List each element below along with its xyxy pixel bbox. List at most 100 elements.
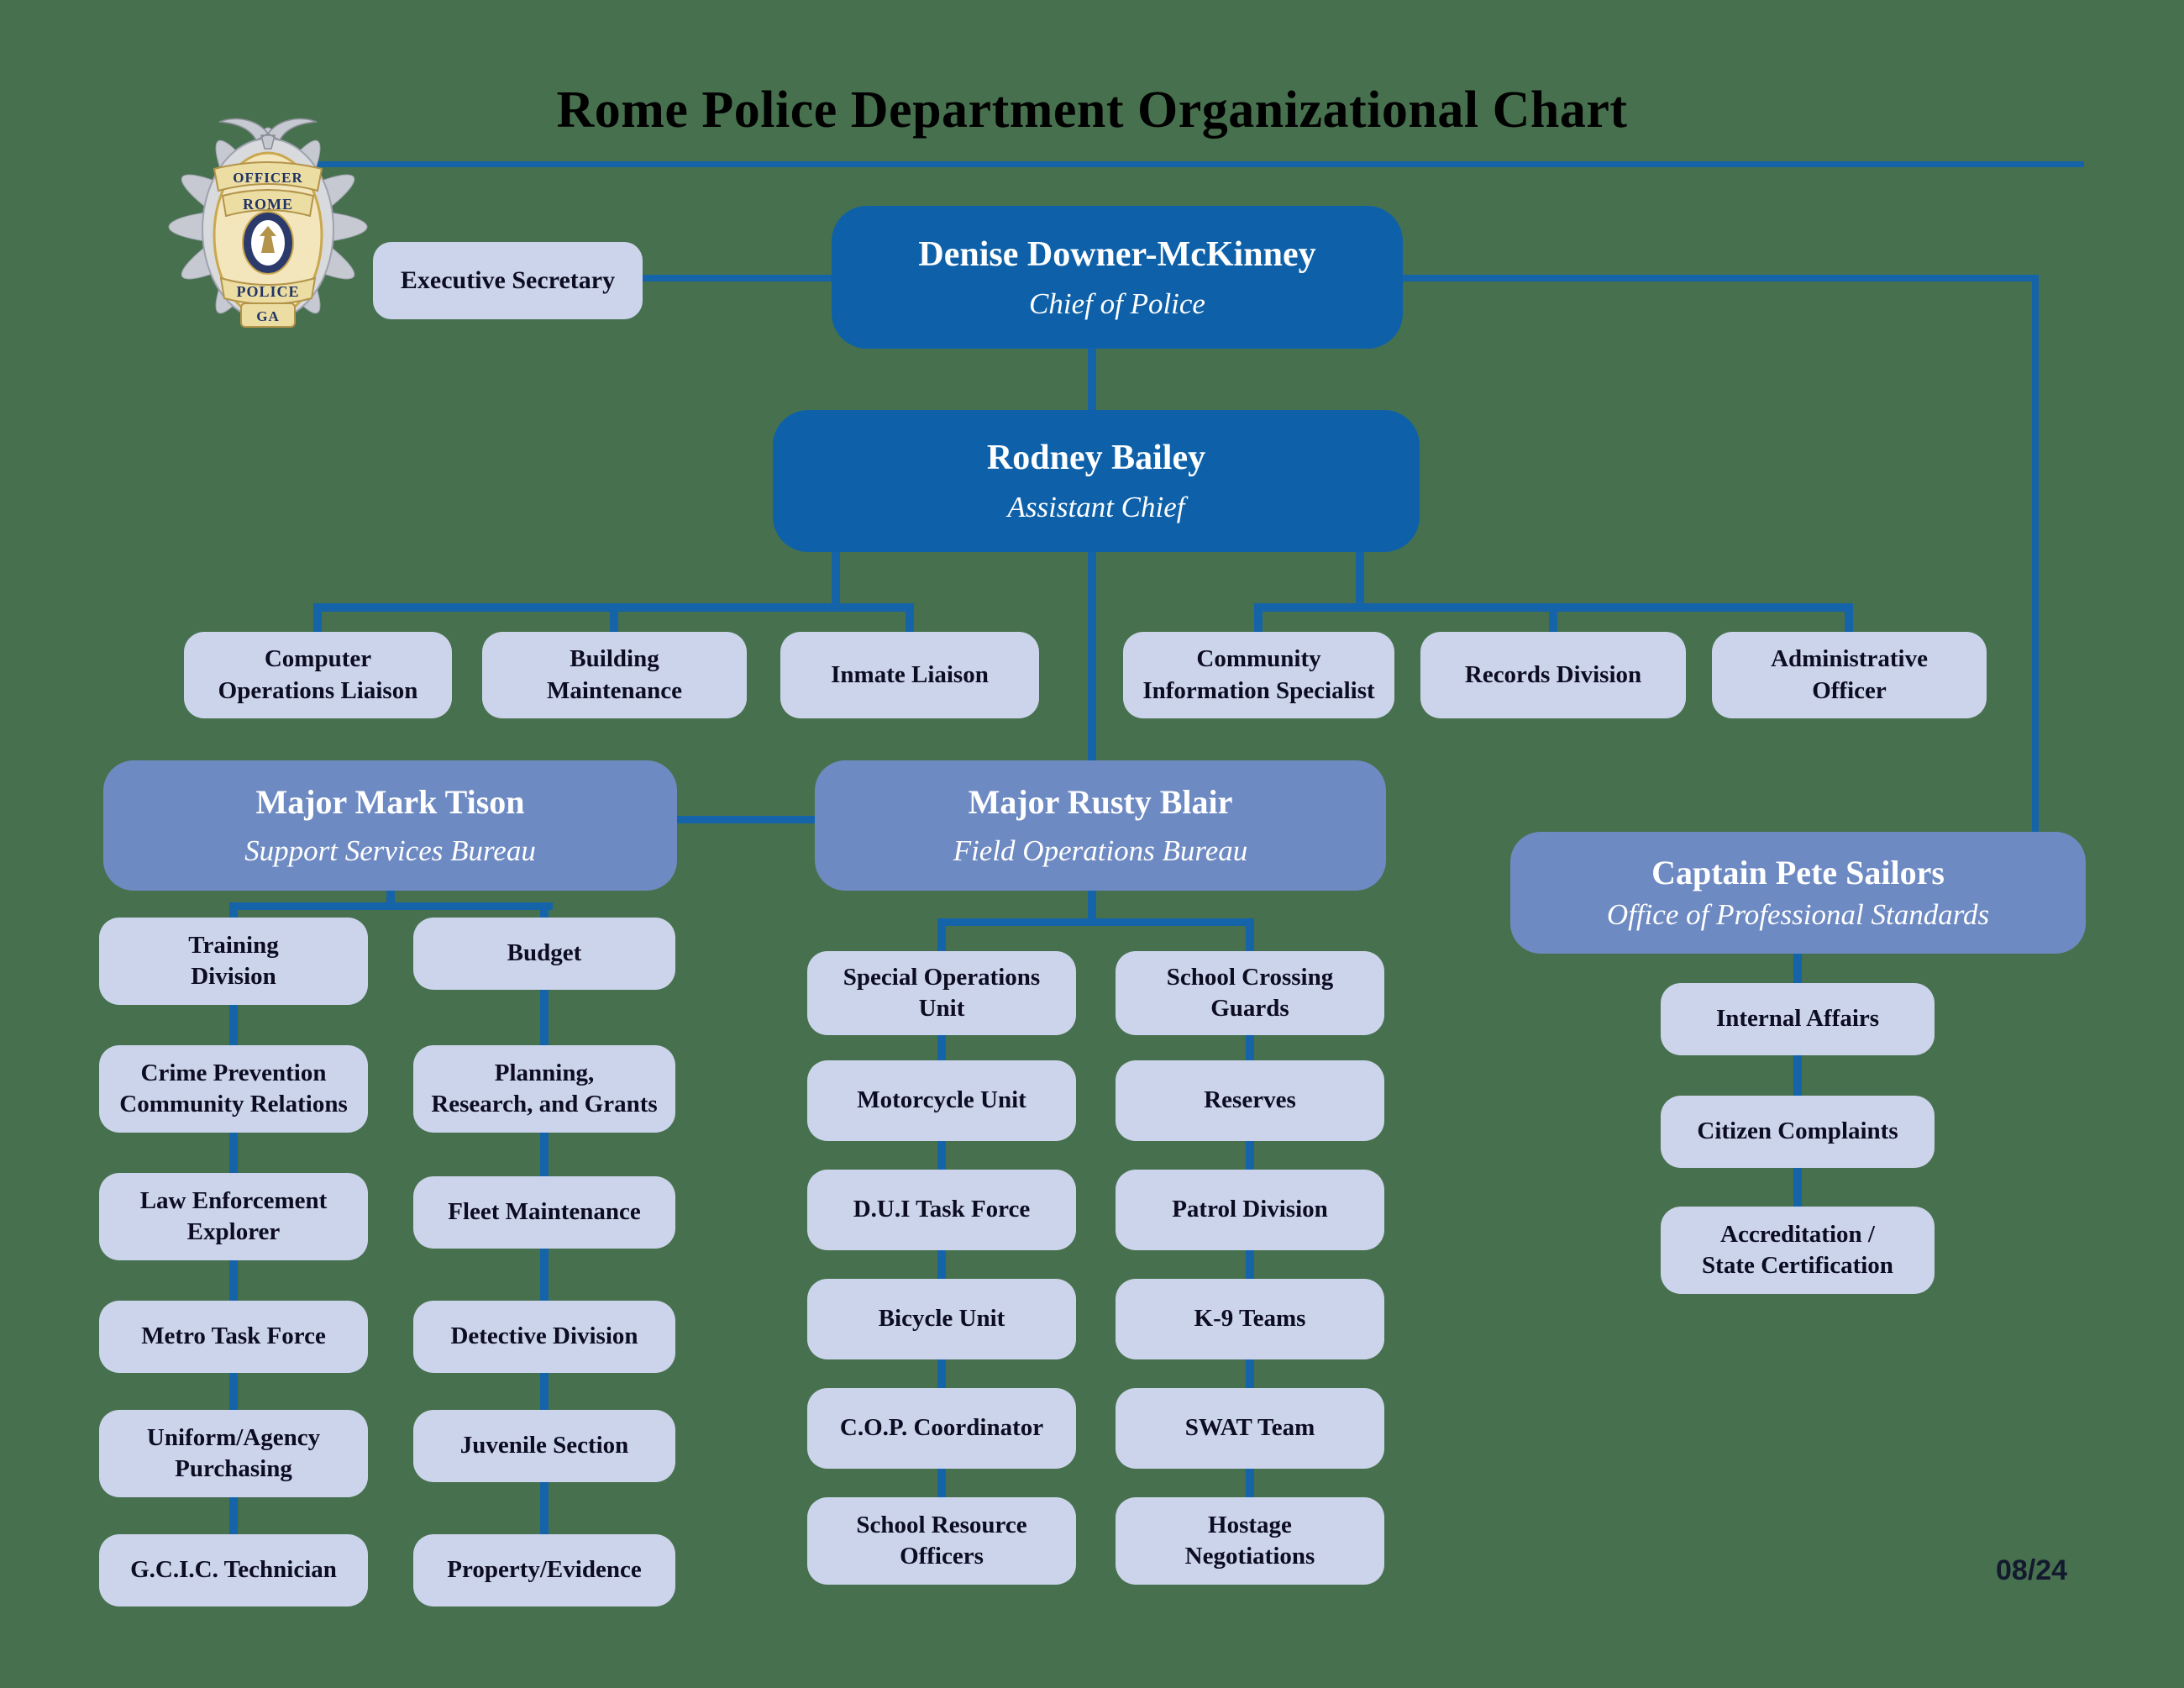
person-name: Major Rusty Blair (968, 783, 1233, 822)
node-label: Property/Evidence (447, 1556, 642, 1584)
connector-blair-rail (937, 918, 1254, 926)
connector-chief-to-captain (2032, 275, 2039, 833)
node-label: Computer Operations Liaison (218, 645, 418, 704)
connector (1793, 1168, 1802, 1207)
node-planning-research-grants: Planning, Research, and Grants (413, 1045, 675, 1133)
node-crime-prevention-community-relations: Crime Prevention Community Relations (99, 1045, 368, 1133)
node-captain-pete-sailors: Captain Pete Sailors Office of Professio… (1510, 832, 2086, 954)
node-label: Administrative Officer (1771, 645, 1928, 704)
node-major-mark-tison: Major Mark Tison Support Services Bureau (103, 760, 677, 891)
connector-blair-rail-dropL (937, 918, 946, 951)
connector-tison-rail (229, 902, 553, 910)
node-dui-task-force: D.U.I Task Force (807, 1170, 1076, 1250)
svg-text:POLICE: POLICE (236, 283, 299, 300)
connector-rodney-center-drop (1088, 552, 1096, 760)
node-label: Motorcycle Unit (857, 1086, 1026, 1114)
node-training-division: Training Division (99, 918, 368, 1005)
node-label: Patrol Division (1172, 1196, 1328, 1223)
connector (1246, 1359, 1254, 1388)
rome-police-badge-logo: OFFICER ROME POLICE GA (168, 118, 368, 328)
node-budget: Budget (413, 918, 675, 990)
node-label: Training Division (188, 931, 279, 990)
node-patrol-division: Patrol Division (1116, 1170, 1384, 1250)
connector-rodney-left-drop (832, 552, 840, 607)
node-special-operations-unit: Special Operations Unit (807, 951, 1076, 1035)
node-bicycle-unit: Bicycle Unit (807, 1279, 1076, 1359)
connector (540, 1373, 549, 1410)
node-citizen-complaints: Citizen Complaints (1661, 1096, 1935, 1168)
node-motorcycle-unit: Motorcycle Unit (807, 1060, 1076, 1141)
connector-blair-drop (1088, 891, 1096, 918)
node-label: Juvenile Section (459, 1432, 629, 1459)
node-metro-task-force: Metro Task Force (99, 1301, 368, 1373)
connector (937, 1035, 946, 1060)
connector-tison-rail-dropL (229, 902, 238, 918)
node-label: School Crossing Guards (1166, 963, 1334, 1022)
connector-right-rail-drop3 (1845, 603, 1853, 632)
node-label: Records Division (1464, 660, 1642, 688)
node-gcic-technician: G.C.I.C. Technician (99, 1534, 368, 1606)
node-label: Internal Affairs (1715, 1005, 1880, 1033)
node-inmate-liaison: Inmate Liaison (780, 632, 1039, 718)
connector-tison-drop (386, 891, 395, 904)
person-role: Office of Professional Standards (1606, 898, 1990, 932)
node-school-crossing-guards: School Crossing Guards (1116, 951, 1384, 1035)
person-role: Support Services Bureau (244, 834, 536, 868)
badge-banner-officer (213, 161, 323, 192)
connector-rodney-right-drop (1356, 552, 1364, 607)
connector (1246, 1035, 1254, 1060)
node-label: Special Operations Unit (843, 963, 1041, 1022)
connector (937, 1250, 946, 1279)
node-law-enforcement-explorer: Law Enforcement Explorer (99, 1173, 368, 1260)
connector (1246, 1141, 1254, 1170)
connector (1246, 1469, 1254, 1497)
node-detective-division: Detective Division (413, 1301, 675, 1373)
node-community-information-specialist: Community Information Specialist (1123, 632, 1394, 718)
badge-ga-plaque (240, 302, 296, 328)
node-label: C.O.P. Coordinator (839, 1414, 1044, 1442)
node-major-rusty-blair: Major Rusty Blair Field Operations Burea… (815, 760, 1386, 891)
node-accreditation-state-certification: Accreditation / State Certification (1661, 1207, 1935, 1294)
node-k9-teams: K-9 Teams (1116, 1279, 1384, 1359)
connector (937, 1469, 946, 1497)
node-label: Uniform/Agency Purchasing (146, 1423, 321, 1482)
node-property-evidence: Property/Evidence (413, 1534, 675, 1606)
connector (1793, 1055, 1802, 1096)
connector (540, 990, 549, 1045)
node-label: D.U.I Task Force (853, 1196, 1031, 1223)
node-administrative-officer: Administrative Officer (1712, 632, 1987, 718)
node-label: Hostage Negotiations (1184, 1511, 1315, 1570)
node-label: G.C.I.C. Technician (130, 1556, 337, 1584)
person-role: Assistant Chief (1007, 491, 1185, 524)
person-role: Field Operations Bureau (953, 834, 1248, 868)
connector (1246, 1250, 1254, 1279)
connector (540, 1482, 549, 1534)
node-label: Detective Division (450, 1323, 638, 1350)
connector-left-rail-drop3 (906, 603, 914, 632)
connector (229, 1497, 238, 1534)
node-assistant-chief: Rodney Bailey Assistant Chief (773, 410, 1420, 552)
node-label: SWAT Team (1184, 1414, 1315, 1442)
connector-right-rail-drop2 (1549, 603, 1557, 632)
node-hostage-negotiations: Hostage Negotiations (1116, 1497, 1384, 1585)
connector-chief-down (1088, 349, 1096, 410)
node-label: Metro Task Force (141, 1323, 326, 1350)
title-rule (220, 161, 2084, 167)
node-swat-team: SWAT Team (1116, 1388, 1384, 1469)
node-internal-affairs: Internal Affairs (1661, 983, 1935, 1055)
node-label: Crime Prevention Community Relations (119, 1059, 348, 1117)
connector-exec-to-chief (643, 275, 832, 281)
connector (229, 1260, 238, 1301)
svg-text:GA: GA (256, 308, 280, 324)
node-chief-of-police: Denise Downer-McKinney Chief of Police (832, 206, 1403, 349)
person-name: Major Mark Tison (255, 783, 525, 822)
node-executive-secretary: Executive Secretary (373, 242, 643, 319)
connector-chief-right (1403, 275, 2039, 281)
node-reserves: Reserves (1116, 1060, 1384, 1141)
node-records-division: Records Division (1420, 632, 1686, 718)
connector-captain-drop (1793, 954, 1802, 983)
connector-tison-rail-dropR (540, 902, 549, 918)
node-juvenile-section: Juvenile Section (413, 1410, 675, 1482)
connector-right-rail-drop1 (1254, 603, 1263, 632)
badge-eagle-icon (218, 118, 318, 150)
